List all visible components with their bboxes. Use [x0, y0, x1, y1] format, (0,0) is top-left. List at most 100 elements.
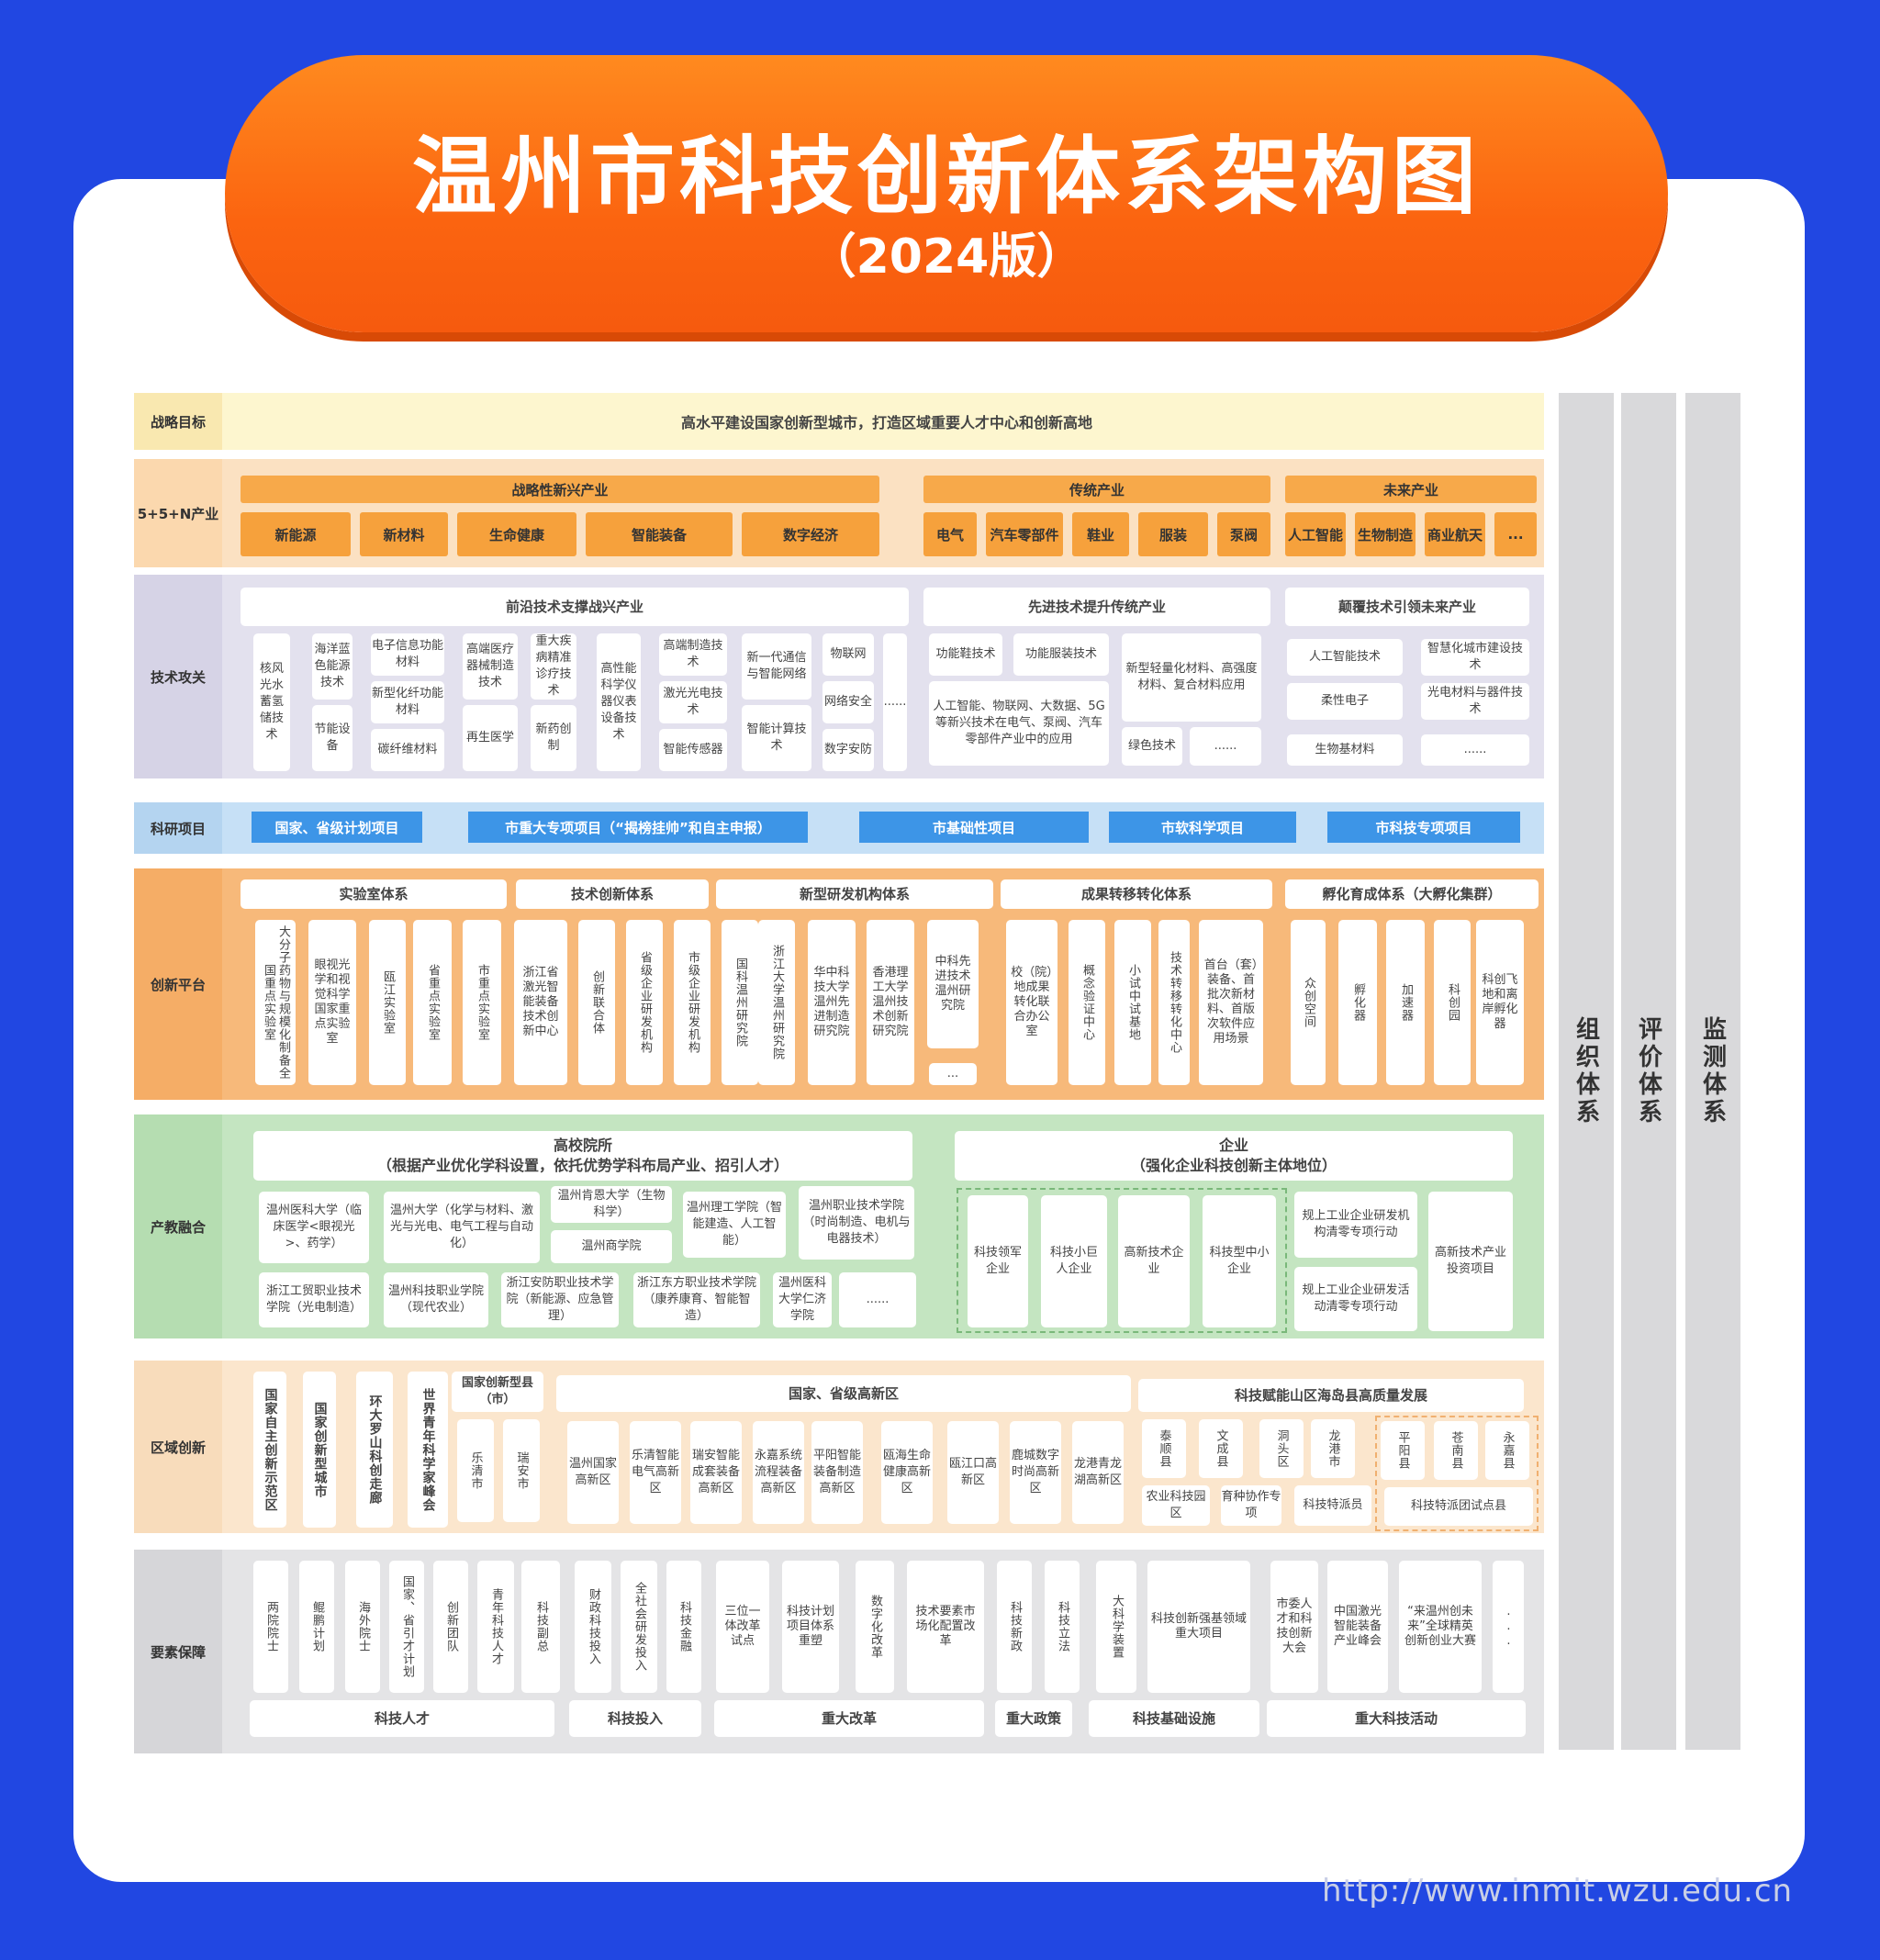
ent-item: 科技领军企业 [968, 1195, 1028, 1327]
row-label: 科研项目 [134, 802, 222, 854]
row-label: 要素保障 [134, 1550, 222, 1753]
support-item: ... [1493, 1561, 1524, 1693]
platform-item: 技术转移转化中心 [1158, 920, 1190, 1085]
tech-item: 智慧化城市建设技术 [1421, 639, 1529, 676]
tech-group-title: 颠覆技术引领未来产业 [1285, 588, 1529, 626]
support-group-title: 重大政策 [995, 1700, 1072, 1737]
row-label: 战略目标 [134, 393, 222, 450]
tech-item: 柔性电子 [1287, 683, 1403, 720]
region-left-item: 国家自主创新示范区 [253, 1372, 286, 1528]
uni-item: 浙江工贸职业技术学院（光电制造） [259, 1272, 369, 1327]
tech-item: 智能传感器 [659, 729, 727, 771]
tech-item: 新一代通信与智能网络 [742, 633, 811, 700]
support-group-title: 科技投入 [569, 1700, 701, 1737]
mountain-dashed-group [1375, 1416, 1539, 1531]
uni-item: 温州理工学院（智能建造、人工智能） [683, 1192, 786, 1258]
platform-group-title: 实验室体系 [241, 879, 507, 909]
tech-item: 数字安防 [822, 729, 874, 771]
platform-item: 浙江大学温州研究院 [758, 920, 795, 1085]
platform-item: 孵化器 [1338, 920, 1377, 1085]
uni-title-box: 高校院所（根据产业优化学科设置，依托优势学科布局产业、招引人才） [253, 1131, 912, 1181]
support-item: 两院院士 [253, 1561, 288, 1693]
platform-item: 浙江省激光智能装备技术创新中心 [514, 920, 567, 1085]
project-item: 市软科学项目 [1109, 812, 1296, 843]
support-item: 青年科技人才 [477, 1561, 514, 1693]
industry-item: 鞋业 [1072, 512, 1129, 556]
platform-group-title: 成果转移转化体系 [1001, 879, 1272, 909]
ent-title: 企业 [1218, 1137, 1248, 1154]
row-label: 创新平台 [134, 868, 222, 1100]
mountain-item: 龙港市 [1311, 1419, 1355, 1478]
row-label: 区域创新 [134, 1361, 222, 1533]
zone-item: 平阳智能装备制造高新区 [811, 1421, 863, 1524]
tech-item: 激光光电技术 [659, 681, 727, 723]
platform-item: 校（院）地成果转化联合办公室 [1006, 920, 1058, 1085]
tech-item: 节能设备 [312, 705, 352, 771]
ent-item: 规上工业企业研发机构清零专项行动 [1294, 1192, 1417, 1258]
zone-item: 瓯江口高新区 [947, 1421, 999, 1524]
support-item: 创新团队 [433, 1561, 468, 1693]
tech-item: 电子信息功能材料 [371, 633, 444, 676]
ent-item: 高新技术产业投资项目 [1428, 1192, 1513, 1331]
tech-item: 核风光水蓄氢储技术 [253, 633, 290, 771]
support-group-title: 重大科技活动 [1267, 1700, 1526, 1737]
industry-item: 电气 [923, 512, 977, 556]
region-left-item: 世界青年科学家峰会 [408, 1372, 448, 1528]
platform-item: 香港理工大学温州技术创新研究院 [867, 920, 914, 1085]
industry-item: 生命健康 [457, 512, 576, 556]
zone-item: 温州国家高新区 [567, 1421, 619, 1524]
uni-item: ...... [839, 1272, 916, 1327]
side-label: 组织体系 [1572, 1016, 1600, 1126]
tech-item: ...... [1190, 727, 1261, 766]
uni-item: 温州商学院 [551, 1230, 672, 1263]
row-label: 技术攻关 [134, 575, 222, 778]
row-goal [134, 393, 1544, 450]
project-item: 市科技专项项目 [1327, 812, 1520, 843]
zone-item: 永嘉系统流程装备高新区 [753, 1421, 804, 1524]
platform-item: 华中科技大学温州先进制造研究院 [808, 920, 856, 1085]
goal-text: 高水平建设国家创新型城市，打造区域重要人才中心和创新高地 [680, 414, 1092, 431]
platform-item: ... [929, 1063, 977, 1085]
row-label: 5+5+N产业 [134, 459, 222, 567]
industry-group-title: 传统产业 [923, 476, 1270, 503]
platform-group-title: 新型研发机构体系 [716, 879, 993, 909]
tech-item: 功能服装技术 [1013, 633, 1109, 676]
title-banner: 温州市科技创新体系架构图 （2024版） [225, 55, 1668, 332]
industry-item: 智能装备 [586, 512, 733, 556]
tech-item: 网络安全 [822, 681, 874, 723]
tech-item: ...... [1421, 734, 1529, 766]
tech-item: 光电材料与器件技术 [1421, 683, 1529, 720]
tech-item: 生物基材料 [1287, 734, 1403, 766]
side-eval: 评价体系 [1621, 393, 1676, 1750]
industry-item: 新材料 [360, 512, 448, 556]
industry-item: 服装 [1138, 512, 1208, 556]
platform-item: 市重点实验室 [463, 920, 501, 1085]
industry-item: 数字经济 [742, 512, 879, 556]
ent-title-box: 企业（强化企业科技创新主体地位） [955, 1131, 1513, 1181]
industry-item: 泵阀 [1217, 512, 1270, 556]
support-item: 海外院士 [345, 1561, 380, 1693]
ent-item: 科技型中小企业 [1203, 1195, 1276, 1327]
tech-item: 物联网 [822, 633, 874, 676]
support-item: 技术要素市场化配置改革 [907, 1561, 984, 1693]
support-item: 科技副总 [521, 1561, 560, 1693]
tech-item: 功能鞋技术 [929, 633, 1002, 676]
support-item: 科技金融 [666, 1561, 701, 1693]
ent-item: 高新技术企业 [1118, 1195, 1190, 1327]
side-label: 评价体系 [1634, 1016, 1662, 1126]
zone-title: 国家、省级高新区 [556, 1375, 1131, 1412]
ent-dashed-group [957, 1188, 1287, 1333]
tech-item: 高性能科学仪器仪表设备技术 [597, 633, 641, 771]
mountain-title: 科技赋能山区海岛县高质量发展 [1138, 1379, 1524, 1412]
tech-item: 高端医疗器械制造技术 [463, 633, 518, 700]
support-item: 中国激光智能装备产业峰会 [1327, 1561, 1388, 1693]
support-item: 市委人才和科技创新大会 [1270, 1561, 1318, 1693]
side-org: 组织体系 [1559, 393, 1614, 1750]
ent-item: 科技小巨人企业 [1041, 1195, 1107, 1327]
zone-item: 乐清智能电气高新区 [630, 1421, 681, 1524]
support-item: 科技创新强基领域重大项目 [1147, 1561, 1250, 1693]
project-item: 市重大专项项目（“揭榜挂帅”和自主申报） [468, 812, 808, 843]
uni-subtitle: （根据产业优化学科设置，依托优势学科布局产业、招引人才） [376, 1157, 789, 1174]
mountain-item: 永嘉县 [1485, 1421, 1529, 1480]
industry-item: 商业航天 [1425, 512, 1485, 556]
